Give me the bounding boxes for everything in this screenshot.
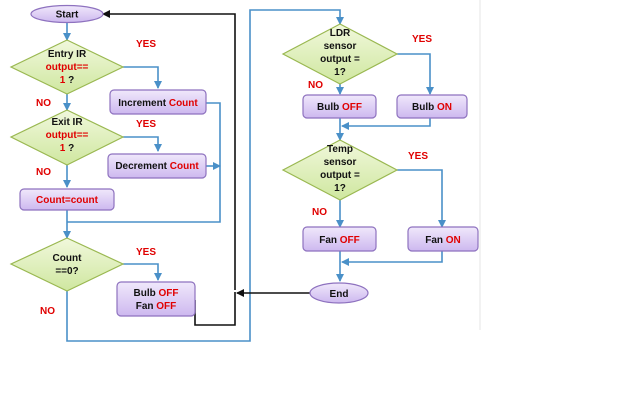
entry-ir-line1: Entry IR xyxy=(48,49,87,60)
count-zero-decision: Count ==0? xyxy=(9,237,125,292)
edge-labels: YES NO YES NO YES NO YES NO YES NO xyxy=(36,34,432,317)
entry-ir-line2: output== xyxy=(46,62,89,73)
count-assign-label: Count=count xyxy=(36,195,99,206)
edge-exit-yes xyxy=(123,136,162,152)
decrement-count-node: Decrement Count xyxy=(107,153,207,179)
edge-bulbon-merge xyxy=(341,118,431,130)
bulb-fan-off-node: Bulb OFF Fan OFF xyxy=(116,281,196,317)
label-no-ldr: NO xyxy=(308,80,323,91)
temp-line3: output = xyxy=(320,170,360,181)
count-zero-line2: ==0? xyxy=(55,266,78,277)
bulb-off-label: Bulb OFF xyxy=(317,102,362,113)
bulb-on-label: Bulb ON xyxy=(412,102,452,113)
edge-bulbfan-to-loop xyxy=(194,292,236,326)
end-label: End xyxy=(330,289,349,300)
label-no-exit: NO xyxy=(36,167,51,178)
ldr-decision: LDR sensor output = 1? xyxy=(281,23,399,85)
exit-ir-decision: Exit IR output== 1 ? xyxy=(9,109,125,166)
ldr-line1: LDR xyxy=(330,28,351,39)
label-yes-exit: YES xyxy=(136,119,156,130)
bulb-on-node: Bulb ON xyxy=(396,94,468,119)
fan-on-label: Fan ON xyxy=(425,235,461,246)
label-no-count: NO xyxy=(40,306,55,317)
exit-ir-line3: 1 ? xyxy=(60,143,74,154)
temp-line4: 1? xyxy=(334,183,346,194)
label-no-temp: NO xyxy=(312,207,327,218)
edge-fanon-merge xyxy=(341,251,443,266)
ldr-line3: output = xyxy=(320,54,360,65)
edges-left xyxy=(63,9,344,342)
entry-ir-decision: Entry IR output== 1 ? xyxy=(9,39,125,95)
edge-entry-yes xyxy=(123,66,162,89)
increment-count-node: Increment Count xyxy=(109,89,207,115)
edges-right xyxy=(336,53,446,282)
edge-ldr-yes xyxy=(397,53,434,95)
fan-off-node: Fan OFF xyxy=(302,226,377,252)
ldr-line4: 1? xyxy=(334,67,346,78)
fan-off-label: Fan OFF xyxy=(319,235,360,246)
edge-loop-to-start xyxy=(102,10,236,290)
label-yes-count: YES xyxy=(136,247,156,258)
count-zero-line1: Count xyxy=(53,253,83,264)
edge-count-no-to-ldr xyxy=(66,9,344,342)
ldr-line2: sensor xyxy=(324,41,357,52)
label-yes-entry: YES xyxy=(136,39,156,50)
start-node: Start xyxy=(30,4,104,24)
exit-ir-line1: Exit IR xyxy=(51,117,83,128)
end-node: End xyxy=(309,282,369,304)
temp-line1: Temp xyxy=(327,144,353,155)
temp-decision: Temp sensor output = 1? xyxy=(281,139,399,201)
fan-on-node: Fan ON xyxy=(407,226,479,252)
decrement-count-label: Decrement Count xyxy=(115,161,199,172)
start-label: Start xyxy=(56,10,79,21)
label-yes-ldr: YES xyxy=(412,34,432,45)
edge-temp-yes xyxy=(397,169,446,228)
bulb-off-node: Bulb OFF xyxy=(302,94,377,119)
increment-count-label: Increment Count xyxy=(118,98,198,109)
edge-count-yes xyxy=(123,263,162,281)
bulb-fan-off-line2: Fan OFF xyxy=(136,301,177,312)
count-assign-node: Count=count xyxy=(19,188,115,211)
temp-line2: sensor xyxy=(324,157,357,168)
exit-ir-line2: output== xyxy=(46,130,89,141)
entry-ir-line3: 1 ? xyxy=(60,75,74,86)
bulb-fan-off-line1: Bulb OFF xyxy=(134,288,179,299)
label-no-entry: NO xyxy=(36,98,51,109)
label-yes-temp: YES xyxy=(408,151,428,162)
